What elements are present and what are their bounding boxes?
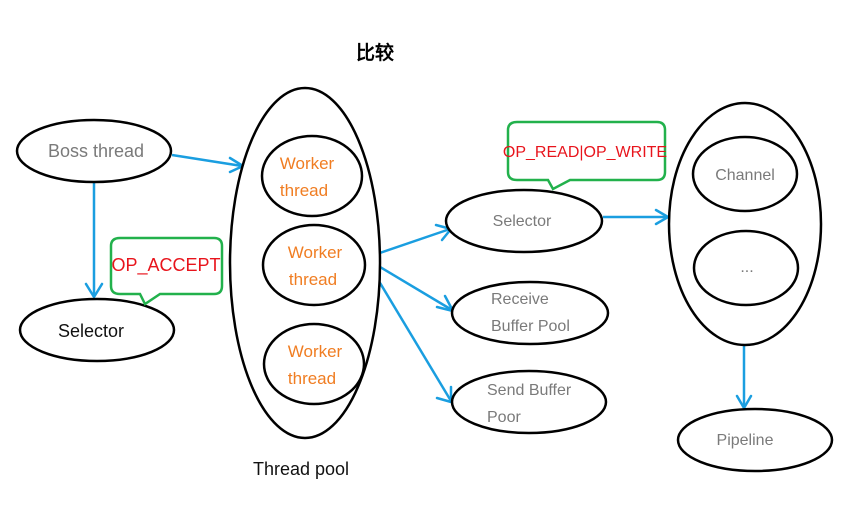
receive-buffer-line-2: Buffer Pool [491,318,570,335]
node-selector-mid: Selector [444,188,604,254]
node-channel: Channel [691,135,799,213]
worker-3-line-1: Worker [288,342,343,361]
node-worker-3: Worker thread [262,322,366,406]
pipeline-label: Pipeline [717,432,774,449]
worker-2-line-1: Worker [288,243,343,262]
send-buffer-line-2: Poor [487,409,521,426]
node-send-buffer-poor: Send Buffer Poor [450,369,608,435]
node-receive-buffer-pool: Receive Buffer Pool [450,280,610,346]
node-ellipsis: ... [692,229,800,307]
node-selector-left: Selector [18,297,176,363]
worker-1-line-2: thread [280,181,328,200]
node-pipeline: Pipeline [676,407,834,473]
op-read-write-text: OP_READ|OP_WRITE [503,144,667,161]
selector-left-label: Selector [58,321,124,341]
thread-pool-label: Thread pool [253,459,349,479]
boss-thread-label: Boss thread [48,141,144,161]
op-accept-text: OP_ACCEPT [111,255,220,276]
thread-pool-group: Worker thread Worker thread Worker threa… [228,86,382,479]
diagram-title: 比较 [356,41,394,64]
ellipsis-label: ... [740,259,753,276]
callout-op-read-write: OP_READ|OP_WRITE [503,120,667,191]
send-buffer-line-1: Send Buffer [487,382,572,399]
node-boss-thread: Boss thread [15,118,173,184]
worker-1-line-1: Worker [280,154,335,173]
edge-boss-to-pool [171,153,245,174]
edge-boss-to-selector [84,182,104,299]
callout-op-accept: OP_ACCEPT [109,236,224,306]
edge-channel-to-pipeline [735,345,753,410]
node-worker-2: Worker thread [261,223,367,307]
channel-group: Channel ... [667,101,823,347]
channel-label: Channel [715,167,775,184]
edge-selector-to-channel [603,208,670,226]
worker-2-line-2: thread [289,270,337,289]
edges [84,153,753,410]
node-worker-1: Worker thread [260,134,364,218]
worker-3-line-2: thread [288,369,336,388]
selector-mid-label: Selector [493,213,552,230]
receive-buffer-line-1: Receive [491,291,549,308]
